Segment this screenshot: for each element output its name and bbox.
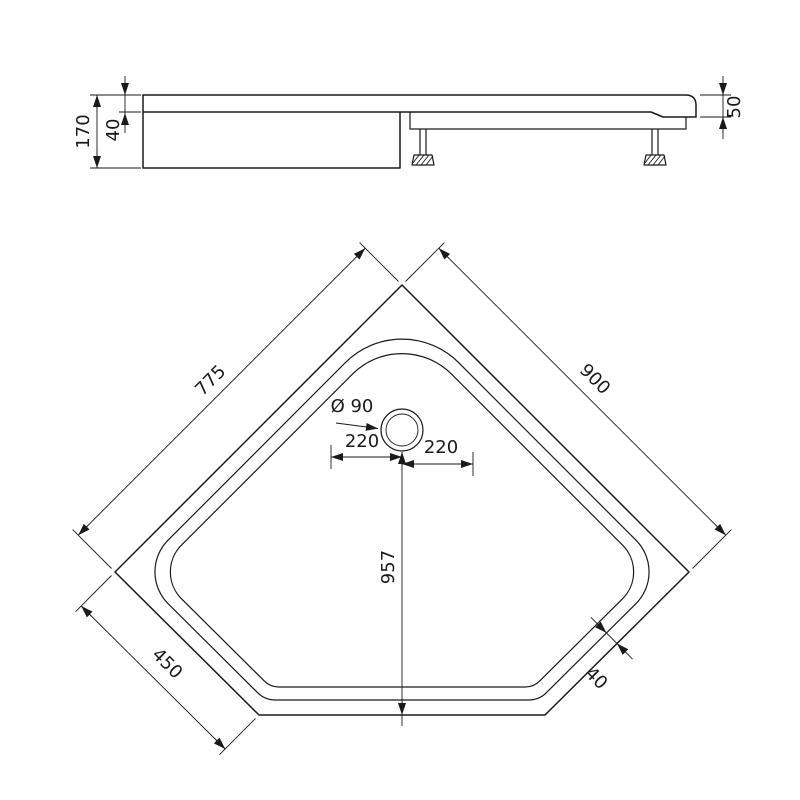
dimension-drain-diameter: Ø 90 xyxy=(331,396,379,431)
plan-basin-contour xyxy=(169,352,635,688)
dimension-front-corner-edge: 450 xyxy=(75,575,256,756)
dimension-tray-height: 40 xyxy=(103,76,141,141)
dim-220-right-label: 220 xyxy=(424,437,458,458)
dimension-right-edge: 900 xyxy=(405,242,732,569)
left-foot xyxy=(411,154,435,166)
side-view-tray-outline xyxy=(142,94,697,169)
dim-50-label: 50 xyxy=(724,96,745,119)
dimension-rim-width: 40 xyxy=(580,616,633,694)
side-view-support-frame xyxy=(409,112,687,130)
dimension-length-to-front: 957 xyxy=(378,452,406,726)
dim-40-rim-label: 40 xyxy=(580,663,611,694)
dim-775-label: 775 xyxy=(191,361,230,400)
dimension-drain-offset-left: 220 xyxy=(330,431,402,469)
drain-outer-circle xyxy=(380,408,424,452)
side-view-left-leg xyxy=(411,129,435,166)
plan-rim-inner-contour xyxy=(154,338,650,701)
dimension-rim-height: 50 xyxy=(700,76,745,139)
dimension-drain-offset-right: 220 xyxy=(402,437,474,476)
dimension-total-height: 170 xyxy=(73,94,141,169)
dim-220-left-label: 220 xyxy=(345,431,379,452)
dim-40-side-label: 40 xyxy=(103,119,124,142)
plan-view: 900 775 450 957 xyxy=(72,242,732,756)
side-view-right-leg xyxy=(643,129,667,166)
dim-170-label: 170 xyxy=(73,114,94,148)
side-elevation-view: 170 40 50 xyxy=(73,76,745,169)
drain-inner-circle xyxy=(385,413,419,447)
dim-drain-diameter-label: Ø 90 xyxy=(331,396,374,417)
right-foot xyxy=(643,154,667,166)
dim-957-label: 957 xyxy=(378,550,399,584)
drain xyxy=(380,408,424,452)
dim-900-label: 900 xyxy=(575,360,614,399)
